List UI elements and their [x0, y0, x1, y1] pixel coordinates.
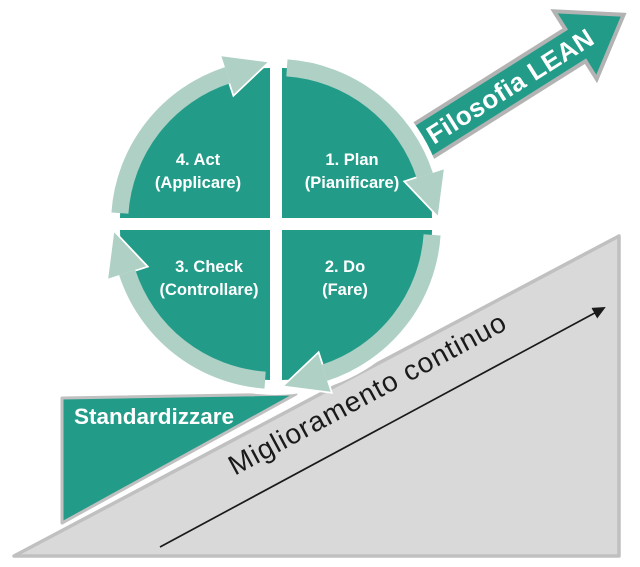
quadrant-do-title: 2. Do [325, 258, 365, 276]
lean-arrow-label: Filosofia LEAN [421, 22, 599, 150]
quadrant-do [282, 230, 432, 380]
quadrant-plan-title: 1. Plan [325, 151, 378, 169]
standardize-label: Standardizzare [74, 404, 234, 429]
cycle-ring-segment-act [111, 67, 231, 214]
quadrant-check-subtitle: (Controllare) [160, 281, 259, 299]
quadrant-plan-subtitle: (Pianificare) [305, 174, 399, 192]
cycle-ring-segment-plan [286, 59, 433, 179]
improvement-arrow-line [159, 307, 606, 548]
pdca-cycle: 4. Act (Applicare) 1. Plan (Pianificare)… [105, 53, 447, 395]
quadrant-check-title: 3. Check [175, 258, 244, 276]
slope-triangle [12, 234, 621, 558]
quadrant-act-subtitle: (Applicare) [155, 174, 241, 192]
cycle-white-halo [105, 53, 447, 395]
cycle-ring-segment-check [119, 269, 266, 389]
quadrant-act [120, 68, 270, 218]
standardize-wedge-shape [60, 392, 298, 525]
cycle-ring-segment-do [321, 234, 441, 381]
quadrant-check [120, 230, 270, 380]
quadrant-plan [282, 68, 432, 218]
quadrant-do-subtitle: (Fare) [322, 281, 368, 299]
quadrant-act-title: 4. Act [176, 151, 221, 169]
standardize-wedge: Standardizzare [60, 392, 298, 525]
